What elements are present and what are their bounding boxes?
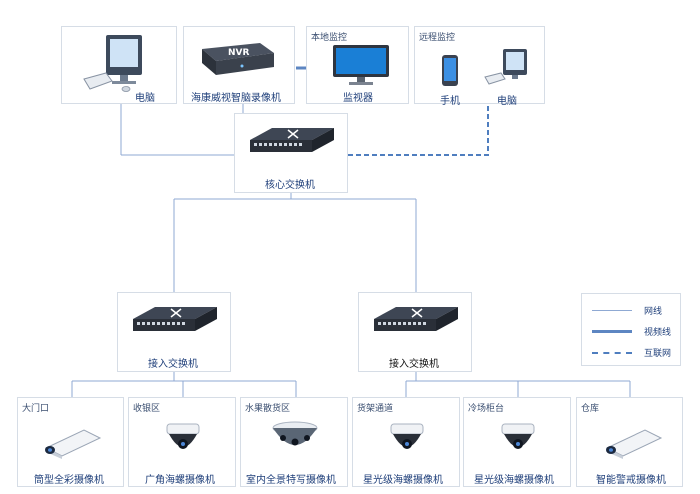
network-switch-icon: [133, 307, 217, 331]
camera-box-fruit: 水果散货区 室内全景特写摄像机: [240, 397, 348, 487]
dome-camera-icon: [390, 423, 424, 449]
phone-label: 手机: [440, 96, 460, 107]
camera-label: 筒型全彩摄像机: [34, 475, 104, 486]
camera-box-warehouse: 仓库 智能警戒摄像机: [576, 397, 683, 487]
access-switch-right-box: 接入交换机: [358, 292, 472, 372]
camera-location: 水果散货区: [245, 404, 291, 414]
bullet-camera-icon: [605, 429, 663, 459]
local-monitor-box: 本地监控 监视器: [306, 26, 409, 104]
remote-monitor-box: 远程监控 手机 电脑: [414, 26, 545, 107]
camera-box-checkout: 收银区 广角海螺摄像机: [128, 397, 236, 487]
monitor-label: 监视器: [343, 93, 373, 104]
dome-camera-icon: [166, 423, 200, 449]
legend-label: 网线: [644, 307, 663, 317]
remote-monitor-title: 远程监控: [419, 33, 456, 43]
desktop-computer-icon: [83, 35, 142, 92]
legend: 网线 视频线 互联网: [581, 293, 681, 366]
camera-location: 仓库: [581, 404, 600, 414]
camera-box-cold-counter: 冷场柜台 星光级海螺摄像机: [463, 397, 571, 487]
desktop-computer-icon: [484, 49, 527, 85]
local-monitor-title: 本地监控: [311, 33, 348, 43]
pc-box: 电脑: [61, 26, 177, 104]
legend-label: 视频线: [644, 328, 672, 338]
legend-label: 互联网: [644, 349, 672, 359]
camera-label: 星光级海螺摄像机: [363, 475, 443, 486]
camera-box-aisle: 货架通道 星光级海螺摄像机: [352, 397, 460, 487]
camera-location: 货架通道: [357, 404, 394, 414]
camera-label: 室内全景特写摄像机: [246, 475, 336, 486]
nvr-badge: NVR: [228, 48, 249, 58]
camera-location: 冷场柜台: [468, 404, 505, 414]
core-switch-box: 核心交换机: [234, 113, 348, 193]
nvr-label: 海康威视智脑录像机: [191, 93, 281, 104]
camera-location: 收银区: [133, 404, 161, 414]
access-switch-right-label: 接入交换机: [389, 359, 439, 370]
camera-label: 智能警戒摄像机: [596, 475, 666, 486]
pc-label: 电脑: [135, 93, 155, 104]
phone-icon: [442, 55, 458, 86]
nvr-box: NVR 海康威视智脑录像机: [183, 26, 295, 104]
monitor-icon: [333, 45, 389, 85]
core-switch-label: 核心交换机: [265, 180, 315, 191]
camera-box-entrance: 大门口 筒型全彩摄像机: [17, 397, 124, 487]
dome-camera-icon: [501, 423, 535, 449]
access-switch-left-box: 接入交换机: [117, 292, 231, 372]
camera-label: 广角海螺摄像机: [145, 475, 215, 486]
panoramic-camera-icon: [272, 421, 318, 446]
network-switch-icon: [374, 307, 458, 331]
remote-pc-label: 电脑: [497, 96, 517, 107]
camera-label: 星光级海螺摄像机: [474, 475, 554, 486]
access-switch-left-label: 接入交换机: [148, 359, 198, 370]
network-switch-icon: [250, 128, 334, 152]
nvr-recorder-icon: NVR: [202, 43, 274, 75]
bullet-camera-icon: [44, 429, 102, 459]
camera-location: 大门口: [22, 404, 50, 414]
